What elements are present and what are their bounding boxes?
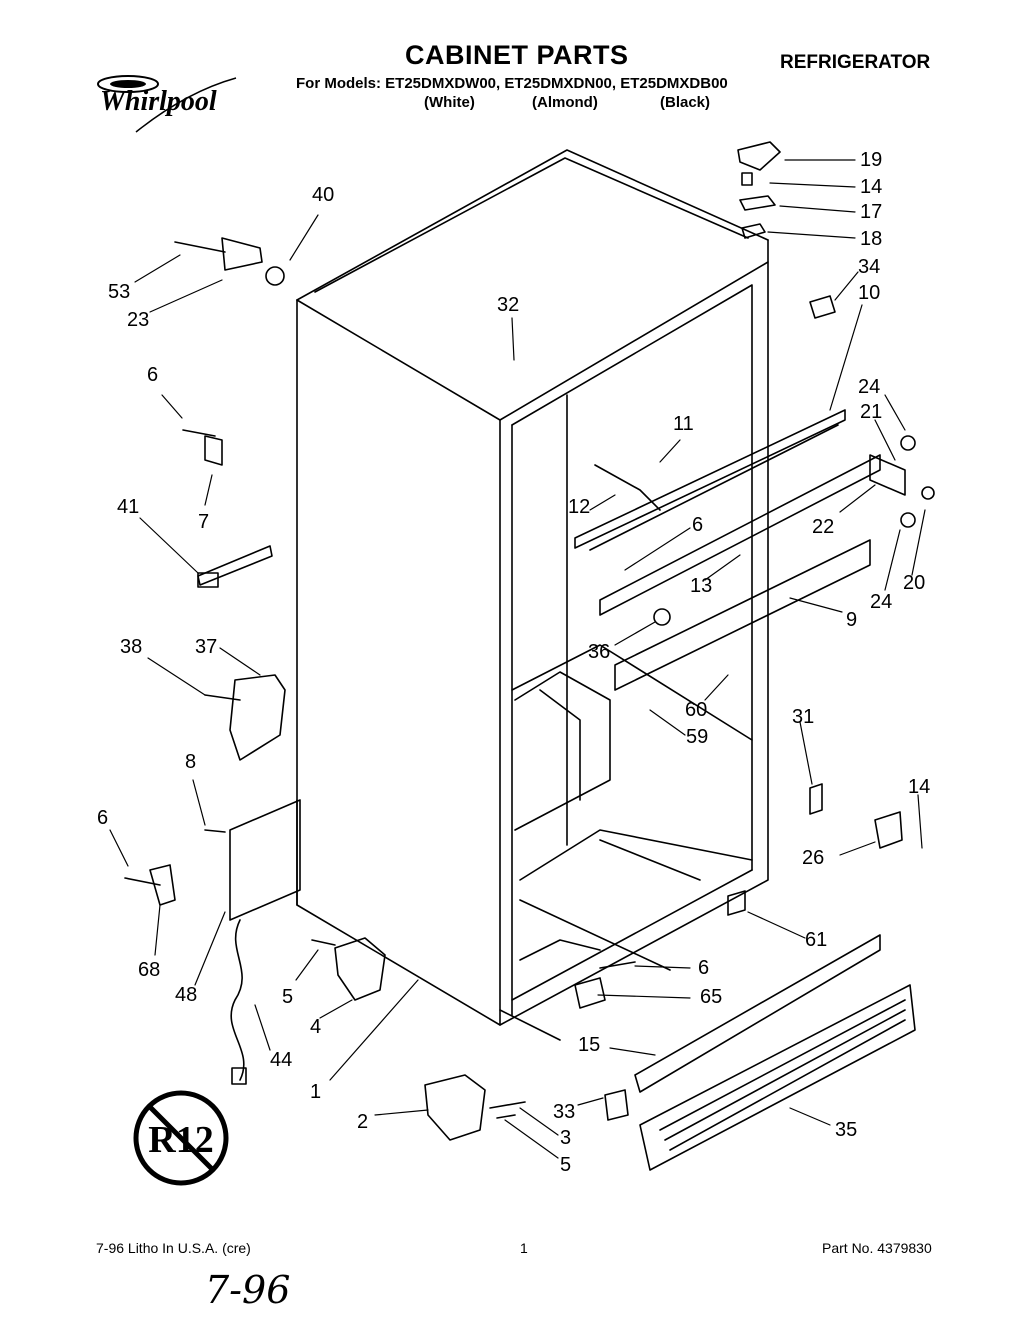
callout-label: 61 <box>805 929 828 951</box>
color-almond: (Almond) <box>532 94 598 111</box>
leader-lines <box>110 160 925 1158</box>
brand-swoosh-icon <box>97 75 237 133</box>
callout-label: 23 <box>127 309 150 331</box>
color-white: (White) <box>424 94 475 111</box>
callout-label: 38 <box>120 636 143 658</box>
callout-label: 24 <box>858 376 881 398</box>
page-title: CABINET PARTS <box>405 40 629 70</box>
callout-label: 48 <box>175 984 198 1006</box>
brand-name: Whirlpool <box>100 86 217 117</box>
callout-label: 4 <box>310 1016 322 1038</box>
r12-badge: R12 <box>131 1088 231 1188</box>
callout-label: 6 <box>698 957 710 979</box>
models-line: For Models: ET25DMXDW00, ET25DMXDN00, ET… <box>296 75 728 92</box>
callout-label: 34 <box>858 256 881 278</box>
callout-label: 19 <box>860 149 883 171</box>
callout-label: 6 <box>97 807 109 829</box>
callout-label: 59 <box>686 726 709 748</box>
r12-text: R12 <box>148 1119 214 1161</box>
callout-label: 8 <box>185 751 197 773</box>
callout-label: 12 <box>568 496 591 518</box>
callout-label: 7 <box>198 511 210 533</box>
callout-label: 14 <box>908 776 931 798</box>
callout-label: 60 <box>685 699 708 721</box>
callout-label: 3 <box>560 1127 572 1149</box>
callout-label: 6 <box>147 364 159 386</box>
callout-label: 11 <box>673 413 694 435</box>
brand-logo <box>96 72 246 147</box>
callout-label: 2 <box>357 1111 369 1133</box>
callout-label: 17 <box>860 201 883 223</box>
callout-label: 35 <box>835 1119 858 1141</box>
color-black: (Black) <box>660 94 711 111</box>
callout-label: 36 <box>588 641 611 663</box>
callout-label: 20 <box>903 572 926 594</box>
callout-label: 33 <box>553 1101 576 1123</box>
callout-label: 5 <box>560 1154 572 1176</box>
top-hinge-parts <box>738 142 934 527</box>
footer-litho: 7-96 Litho In U.S.A. (cre) <box>96 1240 251 1256</box>
callout-label: 40 <box>312 184 335 206</box>
left-small-parts <box>125 238 385 1084</box>
callout-label: 15 <box>578 1034 601 1056</box>
callout-label: 13 <box>690 575 713 597</box>
callout-label: 6 <box>692 514 704 536</box>
callout-label: 22 <box>812 516 835 538</box>
callout-label: 18 <box>860 228 883 250</box>
callout-label: 21 <box>860 401 883 423</box>
bottom-parts <box>425 784 915 1170</box>
handwritten-note: 7-96 <box>205 1268 291 1312</box>
no-symbol-icon <box>133 1090 229 1186</box>
callout-label: 37 <box>195 636 218 658</box>
callout-label: 14 <box>860 176 883 198</box>
callout-label: 9 <box>846 609 858 631</box>
callout-label: 53 <box>108 281 131 303</box>
callout-label: 5 <box>282 986 294 1008</box>
callout-label: 26 <box>802 847 825 869</box>
callout-label: 32 <box>497 294 520 316</box>
appliance-type: REFRIGERATOR <box>780 52 931 73</box>
upper-rail-assembly <box>575 410 905 690</box>
callout-label: 65 <box>700 986 723 1008</box>
footer-page-number: 1 <box>520 1240 528 1256</box>
footer-part-number: Part No. 4379830 <box>822 1240 932 1256</box>
callout-label: 41 <box>117 496 140 518</box>
callout-label: 68 <box>138 959 161 981</box>
callout-label: 10 <box>858 282 881 304</box>
callout-label: 44 <box>270 1049 293 1071</box>
callout-label: 24 <box>870 591 893 613</box>
cabinet-body <box>230 150 768 1040</box>
callout-label: 1 <box>310 1081 322 1103</box>
callout-label: 31 <box>792 706 815 728</box>
